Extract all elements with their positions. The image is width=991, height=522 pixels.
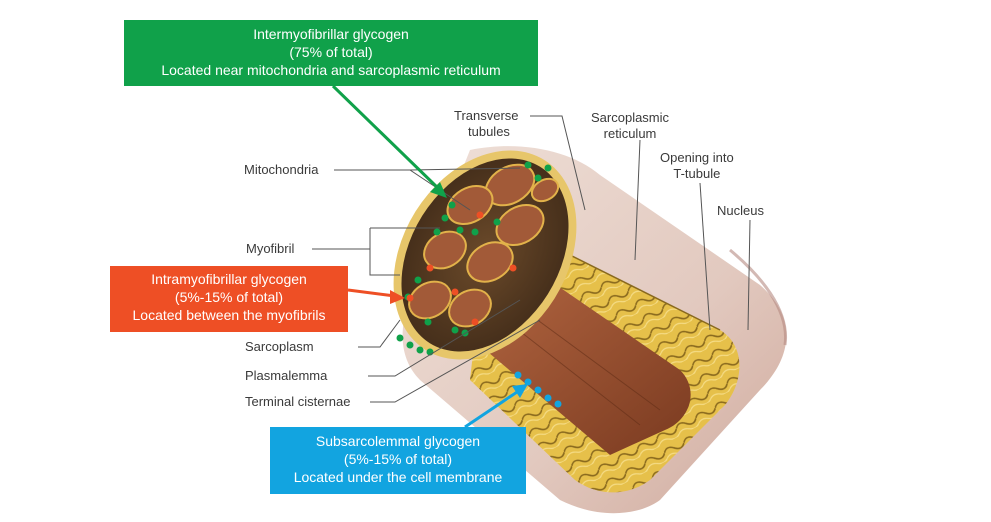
label-sr-line1: Sarcoplasmic (591, 110, 670, 125)
subsarcolemmal-location: Located under the cell membrane (293, 469, 503, 485)
intramyofibrillar-glycogen-callout: Intramyofibrillar glycogen (5%-15% of to… (110, 266, 348, 332)
label-mitochondria: Mitochondria (244, 162, 319, 177)
label-transverse-line2: tubules (468, 124, 510, 139)
fiber-cross-section (393, 150, 577, 360)
label-leader-lines (312, 115, 751, 403)
intramyofibrillar-share: (5%-15% of total) (174, 289, 284, 305)
label-opening-line2: T-tubule (673, 166, 721, 181)
label-plasmalemma: Plasmalemma (245, 368, 328, 383)
label-opening-t-tubule: Opening into T-tubule (660, 150, 734, 182)
subsarcolemmal-glycogen-callout: Subsarcolemmal glycogen (5%-15% of total… (270, 427, 526, 494)
intramyofibrillar-glycogen-dots (406, 211, 517, 326)
intramyofibrillar-location: Located between the myofibrils (132, 307, 326, 323)
myofibril-bundles (408, 163, 560, 328)
intermyofibrillar-title: Intermyofibrillar glycogen (253, 26, 409, 42)
intermyofibrillar-glycogen-callout: Intermyofibrillar glycogen (75% of total… (124, 20, 538, 86)
callout-arrows (331, 84, 528, 429)
intermyofibrillar-glycogen-dots (396, 161, 552, 356)
label-sarcoplasm: Sarcoplasm (245, 339, 314, 354)
subsarcolemmal-share: (5%-15% of total) (343, 451, 453, 467)
label-transverse-line1: Transverse (454, 108, 519, 123)
label-transverse-tubules: Transverse tubules (454, 108, 519, 140)
label-terminal-cisternae: Terminal cisternae (245, 394, 351, 409)
label-sarcoplasmic-reticulum: Sarcoplasmic reticulum (591, 110, 669, 142)
intermyofibrillar-location: Located near mitochondria and sarcoplasm… (161, 62, 501, 78)
label-sr-line2: reticulum (603, 126, 657, 141)
subsarcolemmal-title: Subsarcolemmal glycogen (315, 433, 481, 449)
label-nucleus: Nucleus (717, 203, 764, 218)
intermyofibrillar-share: (75% of total) (289, 44, 373, 60)
label-opening-line1: Opening into (660, 150, 734, 165)
label-myofibril: Myofibril (246, 241, 295, 256)
subsarcolemmal-glycogen-dots (514, 371, 562, 408)
intramyofibrillar-title: Intramyofibrillar glycogen (151, 271, 307, 287)
